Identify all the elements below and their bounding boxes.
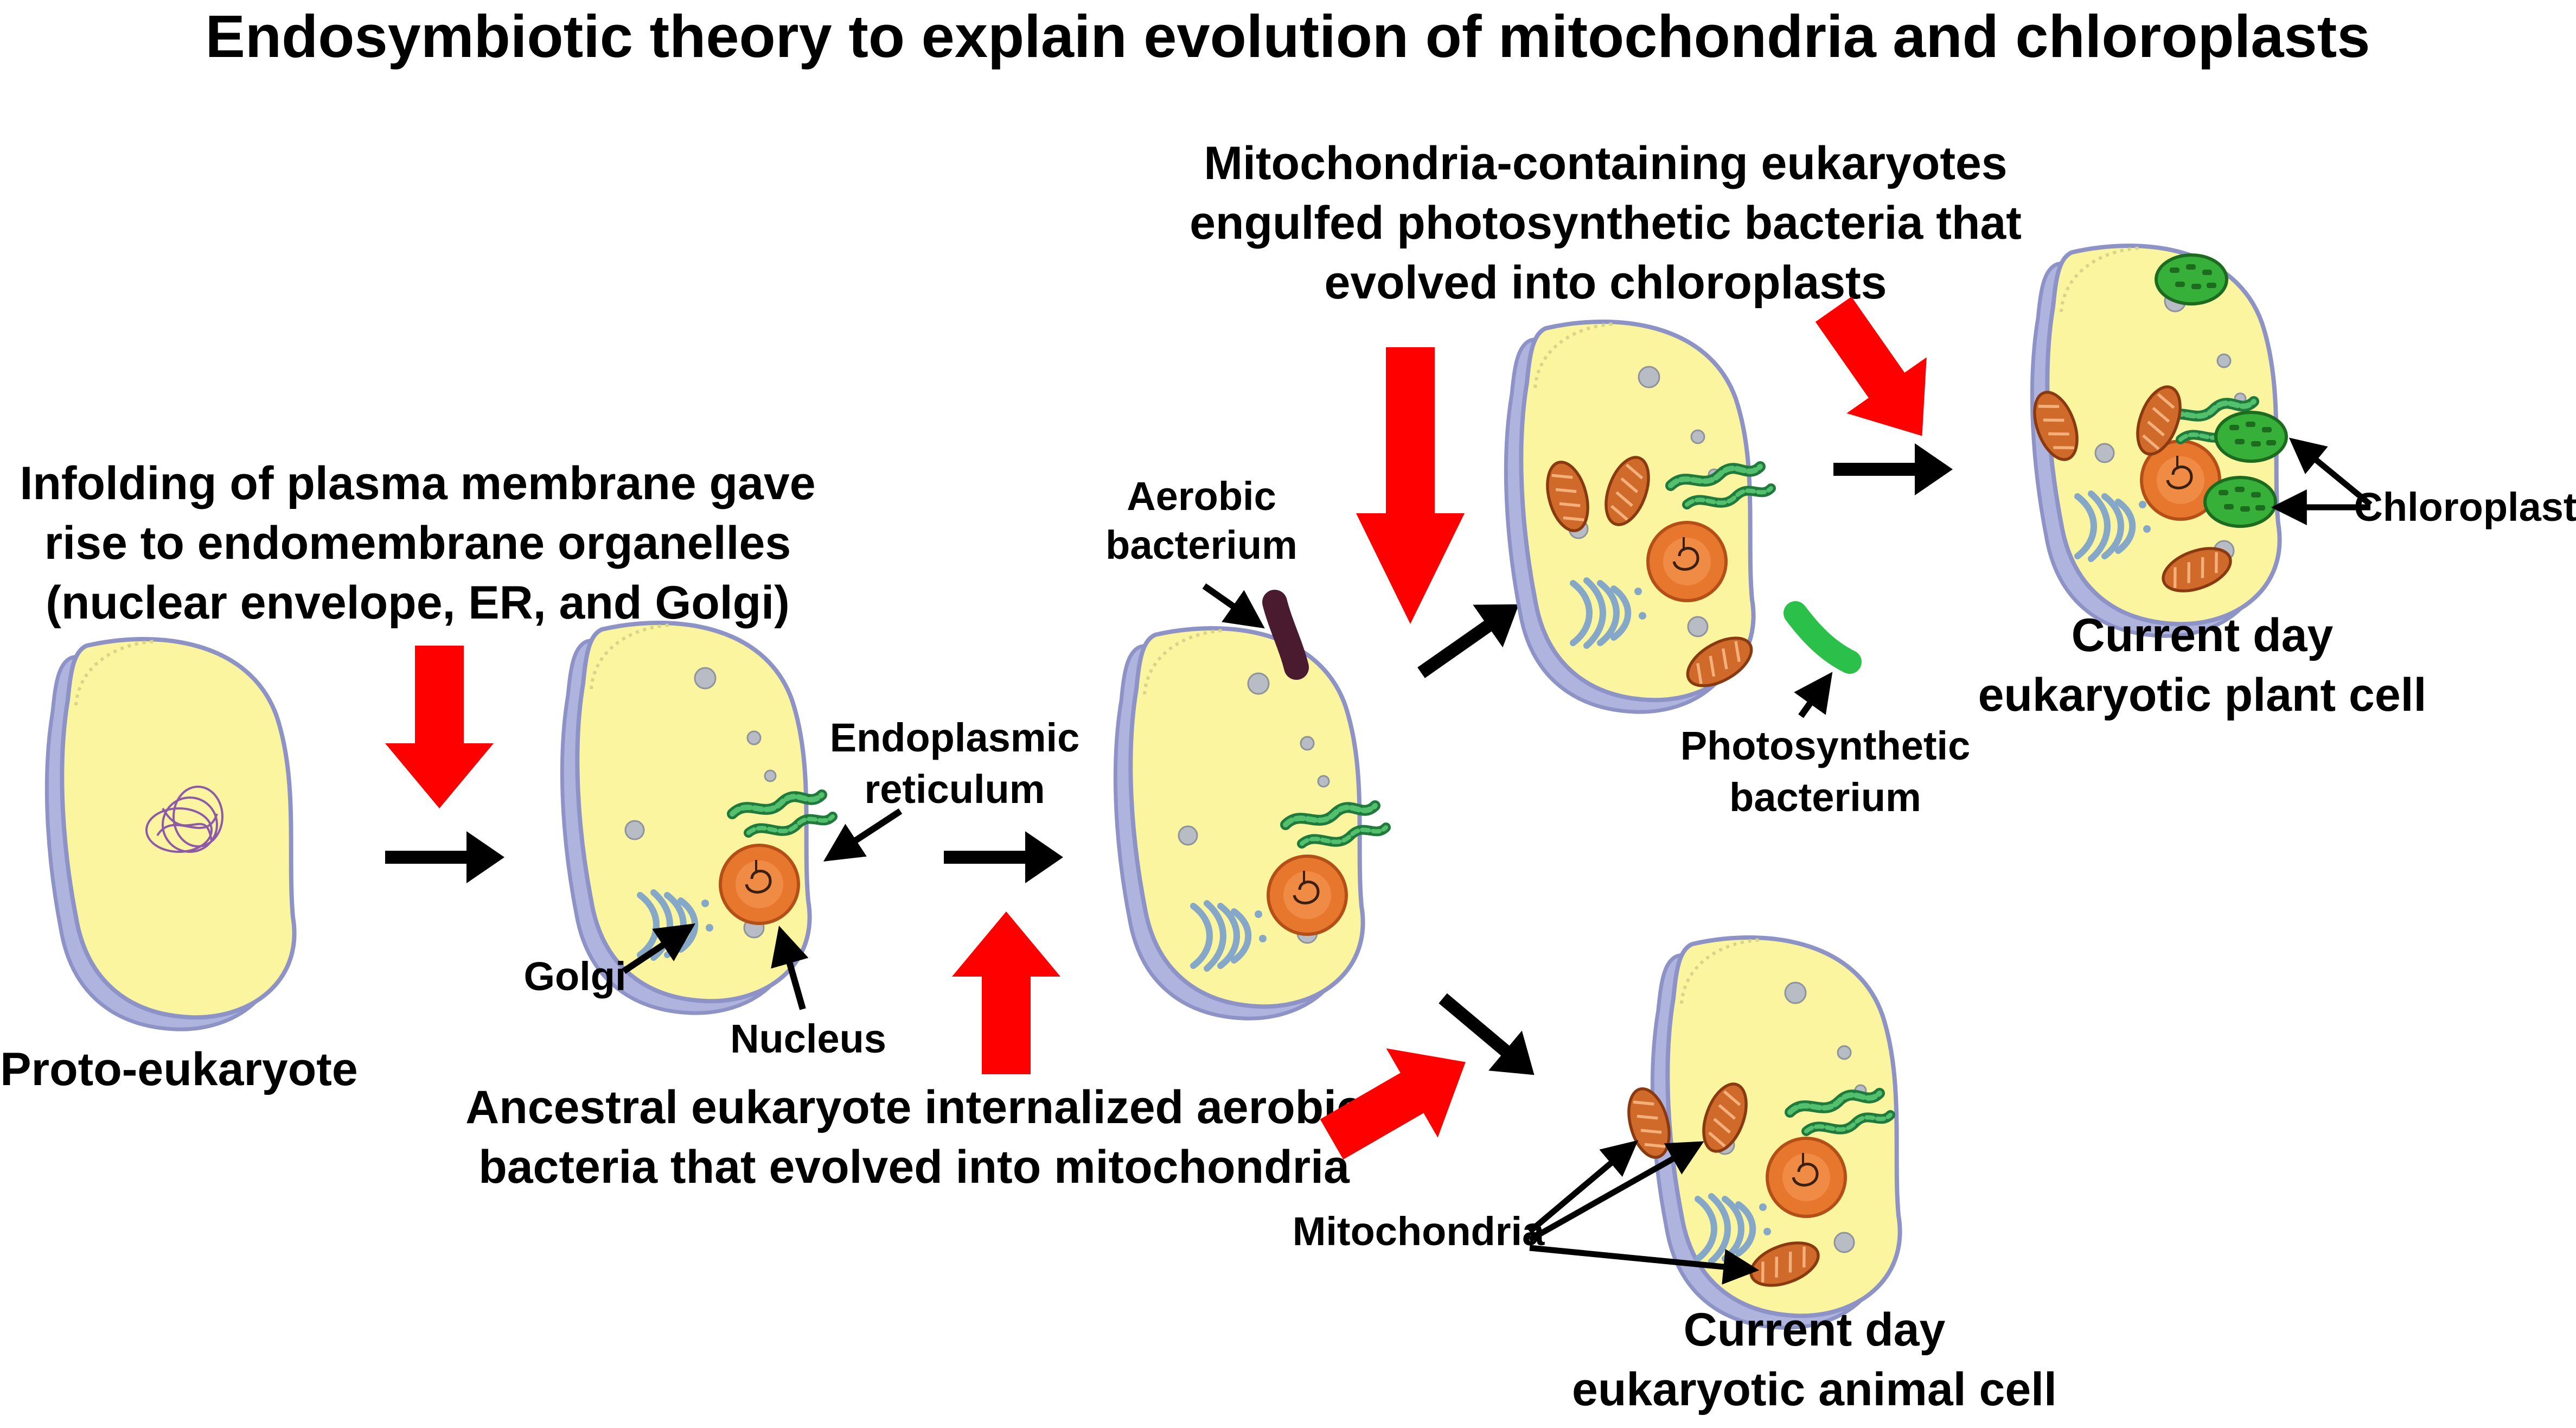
aerobic-bacterium-label: Aerobic bacterium bbox=[1105, 474, 1297, 568]
svg-text:Mitochondria-containing eukary: Mitochondria-containing eukaryotes bbox=[1204, 137, 2007, 189]
ancestral-eukaryote-cell bbox=[1115, 628, 1386, 1018]
chloroplast-organelle bbox=[2205, 477, 2275, 526]
ancestral-caption: Ancestral eukaryote internalized aerobic… bbox=[465, 1081, 1363, 1193]
svg-text:bacterium: bacterium bbox=[1105, 522, 1297, 568]
golgi-pointer bbox=[622, 923, 695, 974]
mitochondria-pointer-2 bbox=[1528, 1141, 1704, 1242]
er-pointer bbox=[823, 808, 903, 862]
engulfed-red-arrow-left bbox=[1356, 347, 1465, 624]
infolding-red-arrow bbox=[385, 646, 494, 808]
plant-cell bbox=[2027, 246, 2286, 636]
transition-arrow-1 bbox=[385, 831, 504, 883]
svg-text:Endoplasmic: Endoplasmic bbox=[830, 715, 1080, 760]
mitochondria-label: Mitochondria bbox=[1293, 1209, 1545, 1254]
svg-text:engulfed photosynthetic bacter: engulfed photosynthetic bacteria that bbox=[1190, 197, 2022, 249]
chloroplast-organelle bbox=[2216, 412, 2286, 461]
svg-text:bacteria that evolved into mit: bacteria that evolved into mitochondria bbox=[478, 1141, 1350, 1193]
plant-cell-label: Current day eukaryotic plant cell bbox=[1978, 609, 2427, 721]
svg-text:rise to endomembrane organelle: rise to endomembrane organelles bbox=[44, 517, 791, 569]
mitochondria-containing-cell bbox=[1506, 322, 1771, 712]
animal-cell-label: Current day eukaryotic animal cell bbox=[1572, 1304, 2057, 1416]
svg-text:Photosynthetic: Photosynthetic bbox=[1680, 723, 1970, 768]
transition-arrow-plant bbox=[1833, 443, 1953, 495]
svg-text:Current day: Current day bbox=[2072, 609, 2334, 661]
svg-text:(nuclear envelope, ER, and Gol: (nuclear envelope, ER, and Golgi) bbox=[46, 577, 789, 629]
chromatin-tangle bbox=[145, 786, 223, 853]
proto-eukaryote-label: Proto-eukaryote bbox=[0, 1043, 358, 1095]
nucleus-pointer bbox=[771, 926, 809, 1010]
svg-text:evolved into chloroplasts: evolved into chloroplasts bbox=[1325, 257, 1887, 309]
photosynthetic-bacterium-shape bbox=[1784, 601, 1862, 674]
diagram-title: Endosymbiotic theory to explain evolutio… bbox=[206, 3, 2370, 70]
transition-arrow-upper bbox=[1406, 583, 1534, 694]
endoplasmic-reticulum-label: Endoplasmic reticulum bbox=[830, 715, 1080, 812]
engulfed-caption: Mitochondria-containing eukaryotes engul… bbox=[1190, 137, 2022, 309]
svg-text:reticulum: reticulum bbox=[864, 767, 1045, 812]
golgi-label: Golgi bbox=[523, 954, 626, 999]
nucleus-organelle bbox=[720, 845, 798, 923]
proto-eukaryote-cell bbox=[47, 639, 294, 1029]
svg-text:Aerobic: Aerobic bbox=[1127, 474, 1276, 519]
nucleus-label: Nucleus bbox=[730, 1016, 886, 1061]
svg-text:eukaryotic animal cell: eukaryotic animal cell bbox=[1572, 1363, 2057, 1416]
ancestral-red-arrow bbox=[952, 911, 1060, 1074]
aerobic-bacterium-shape bbox=[1262, 590, 1309, 680]
photosynthetic-bacterium-label: Photosynthetic bacterium bbox=[1680, 723, 1970, 820]
svg-text:Infolding of plasma membrane g: Infolding of plasma membrane gave bbox=[20, 457, 815, 509]
svg-text:Ancestral eukaryote internaliz: Ancestral eukaryote internalized aerobic bbox=[465, 1081, 1363, 1133]
aerobic-bacterium-pointer bbox=[1202, 583, 1265, 629]
mitochondria-pointer-3 bbox=[1529, 1245, 1760, 1285]
chloroplast-label: Chloroplast bbox=[2354, 484, 2576, 530]
animal-cell bbox=[1622, 938, 1900, 1328]
transition-arrow-2 bbox=[944, 831, 1063, 883]
svg-text:bacterium: bacterium bbox=[1729, 775, 1921, 820]
infolding-caption: Infolding of plasma membrane gave rise t… bbox=[20, 457, 815, 629]
chloroplast-pointer-1 bbox=[2289, 437, 2373, 507]
photosynthetic-bacterium-pointer bbox=[1794, 672, 1833, 718]
chloroplast-organelle bbox=[2156, 255, 2227, 304]
svg-text:Current day: Current day bbox=[1684, 1304, 1946, 1356]
svg-text:eukaryotic plant cell: eukaryotic plant cell bbox=[1978, 669, 2427, 721]
mitochondria-pointer-1 bbox=[1527, 1140, 1639, 1234]
